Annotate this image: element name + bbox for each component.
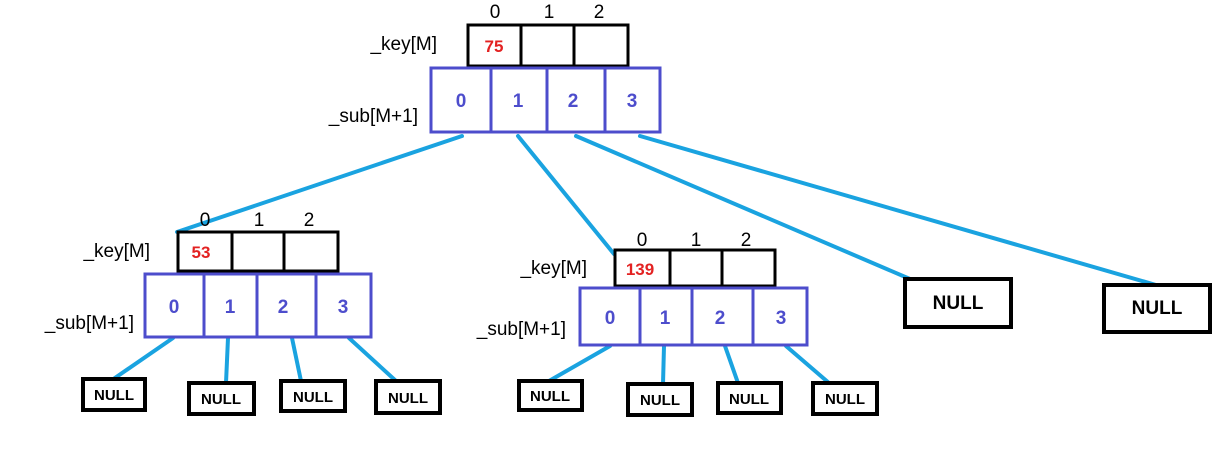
null-label: NULL bbox=[825, 391, 865, 408]
sub-cell bbox=[751, 286, 809, 347]
null-box bbox=[626, 382, 694, 417]
null-leaves: NULL NULL NULL NULL NULL NULL NULL NULL … bbox=[81, 277, 1212, 417]
key-index: 0 bbox=[637, 230, 648, 251]
key-index: 1 bbox=[254, 210, 265, 231]
sub-index: 0 bbox=[605, 308, 616, 329]
null-box bbox=[81, 377, 147, 412]
key-cell bbox=[282, 230, 340, 273]
sub-cell bbox=[603, 66, 662, 134]
edge-left-sub3-to-null bbox=[347, 336, 398, 383]
edge-root-sub0-to-left-node bbox=[175, 134, 464, 234]
key-value: 139 bbox=[626, 260, 654, 279]
key-value: 53 bbox=[192, 243, 211, 262]
key-index: 2 bbox=[741, 230, 752, 251]
null-box bbox=[279, 379, 347, 413]
middle-child-node: 0 1 2 _key[M] 139 _sub[M+1] 0 1 2 3 bbox=[476, 230, 809, 347]
edge-left-sub1-to-null bbox=[224, 336, 230, 385]
edge-middle-sub2-to-null bbox=[723, 344, 740, 385]
key-index: 2 bbox=[304, 210, 315, 231]
key-array-label: _key[M] bbox=[369, 34, 437, 55]
sub-array-label: _sub[M+1] bbox=[328, 106, 418, 127]
key-index: 0 bbox=[490, 2, 501, 23]
key-index: 2 bbox=[594, 2, 605, 23]
edges bbox=[110, 134, 1158, 386]
edge-root-sub2-to-null bbox=[574, 134, 912, 281]
root-node: 0 1 2 _key[M] 75 _sub[M+1] 0 1 2 3 bbox=[328, 2, 662, 134]
edge-root-sub1-to-middle-node bbox=[516, 134, 616, 256]
null-label: NULL bbox=[1132, 298, 1183, 319]
sub-index: 0 bbox=[456, 91, 467, 112]
key-cell bbox=[519, 23, 576, 68]
key-value: 75 bbox=[485, 37, 504, 56]
key-index: 1 bbox=[544, 2, 555, 23]
sub-cell bbox=[690, 286, 755, 347]
key-cell bbox=[466, 23, 523, 68]
key-cell bbox=[720, 248, 777, 288]
key-index: 1 bbox=[691, 230, 702, 251]
sub-array-label: _sub[M+1] bbox=[44, 313, 134, 334]
sub-cell bbox=[255, 272, 318, 339]
sub-index: 2 bbox=[715, 308, 726, 329]
sub-cell bbox=[545, 66, 607, 134]
key-cell bbox=[668, 248, 724, 288]
key-array-label: _key[M] bbox=[519, 258, 587, 279]
null-box bbox=[374, 379, 442, 415]
sub-index: 2 bbox=[278, 297, 289, 318]
null-label: NULL bbox=[388, 390, 428, 407]
sub-index: 1 bbox=[225, 297, 236, 318]
sub-index: 3 bbox=[776, 308, 787, 329]
sub-index: 2 bbox=[568, 91, 579, 112]
null-label: NULL bbox=[640, 392, 680, 409]
null-label: NULL bbox=[530, 388, 570, 405]
null-box bbox=[187, 381, 256, 416]
key-cell bbox=[613, 248, 672, 288]
null-label: NULL bbox=[729, 391, 769, 408]
sub-array-label: _sub[M+1] bbox=[476, 319, 566, 340]
edge-left-sub2-to-null bbox=[290, 336, 303, 383]
sub-cell bbox=[314, 272, 373, 339]
edge-middle-sub3-to-null bbox=[784, 344, 831, 385]
sub-cell bbox=[638, 286, 694, 347]
sub-index: 3 bbox=[338, 297, 349, 318]
null-label: NULL bbox=[201, 391, 241, 408]
sub-index: 0 bbox=[169, 297, 180, 318]
sub-index: 1 bbox=[660, 308, 671, 329]
sub-index: 3 bbox=[627, 91, 638, 112]
null-label: NULL bbox=[94, 387, 134, 404]
null-label: NULL bbox=[933, 293, 984, 314]
edge-left-sub0-to-null bbox=[110, 336, 175, 382]
sub-index: 1 bbox=[513, 91, 524, 112]
key-cell bbox=[230, 230, 286, 273]
sub-cell bbox=[143, 272, 206, 339]
sub-cell bbox=[429, 66, 493, 134]
edge-middle-sub1-to-null bbox=[661, 344, 666, 386]
null-box bbox=[1102, 283, 1212, 334]
null-box bbox=[811, 381, 879, 416]
null-box bbox=[716, 381, 783, 415]
key-index: 0 bbox=[200, 210, 211, 231]
left-child-node: 0 1 2 _key[M] 53 _sub[M+1] 0 1 2 3 bbox=[44, 210, 373, 339]
edge-middle-sub0-to-null bbox=[547, 344, 612, 383]
key-array-label: _key[M] bbox=[82, 241, 150, 262]
edge-root-sub3-to-null bbox=[638, 134, 1158, 287]
null-box bbox=[517, 379, 584, 412]
null-label: NULL bbox=[293, 389, 333, 406]
key-cell bbox=[572, 23, 630, 68]
null-box bbox=[903, 277, 1013, 329]
